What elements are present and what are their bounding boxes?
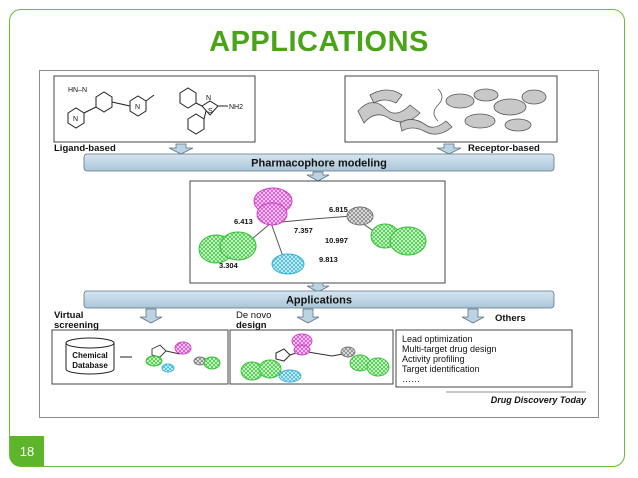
virtual-screening-label-line1: Virtual (54, 310, 83, 321)
distance-label: 6.413 (234, 217, 253, 226)
cyan-sphere (271, 253, 305, 275)
molecule-label: HN–N (68, 87, 87, 94)
applications-banner-label: Applications (286, 295, 352, 307)
arrow-down-icon (306, 282, 330, 293)
applications-banner: Applications (83, 290, 555, 309)
others-item: Lead optimization (402, 334, 473, 344)
magenta-sphere (256, 202, 288, 226)
virtual-screening-panel: Chemical Database (51, 329, 229, 385)
distance-label: 7.357 (294, 226, 313, 235)
receptor-structure (344, 75, 558, 143)
distance-label: 3.304 (219, 261, 239, 270)
arrows-bottom (139, 308, 485, 324)
ligand-structures: HN–N N N N S NH2 (53, 75, 256, 143)
pharmacophore-model: 6.413 6.815 7.357 10.997 3.304 9.813 (189, 180, 446, 284)
source-label: Drug Discovery Today (491, 395, 587, 405)
distance-label: 9.813 (319, 255, 338, 264)
green-sphere (219, 231, 257, 261)
others-item: Target identification (402, 364, 480, 374)
ligand-based-label: Ligand-based (54, 143, 116, 154)
distance-label: 10.997 (325, 236, 348, 245)
arrows-top (168, 143, 462, 155)
molecule-label: N (135, 104, 140, 111)
others-panel: Lead optimization Multi-target drug desi… (395, 329, 573, 388)
others-label: Others (495, 313, 526, 324)
virtual-screening-label-line2: screening (54, 320, 99, 331)
de-novo-label-line2: design (236, 320, 267, 331)
molecule-label: N (206, 95, 211, 102)
grey-sphere (346, 206, 374, 226)
database-icon (65, 337, 115, 375)
pharmacophore-banner-label: Pharmacophore modeling (251, 158, 387, 170)
distance-label: 6.815 (329, 205, 348, 214)
slide-frame (9, 9, 625, 467)
arrow-down-icon (306, 171, 330, 182)
molecule-label: N (73, 116, 78, 123)
others-item: …… (402, 374, 420, 384)
slide-title: APPLICATIONS (209, 26, 429, 58)
molecule-label: S (208, 108, 213, 115)
slide-number: 18 (10, 436, 44, 466)
others-item: Activity profiling (402, 354, 465, 364)
pharmacophore-banner: Pharmacophore modeling (83, 153, 555, 172)
de-novo-label-line1: De novo (236, 310, 271, 321)
green-sphere (389, 226, 427, 256)
database-label-line1: Chemical (72, 351, 108, 360)
pharmacophore-figure: HN–N N N N S NH2 Ligand-based Receptor-b… (39, 70, 599, 418)
receptor-based-label: Receptor-based (468, 143, 540, 154)
database-label-line2: Database (72, 361, 108, 370)
others-item: Multi-target drug design (402, 344, 497, 354)
molecule-label: NH2 (229, 104, 243, 111)
de-novo-panel (229, 329, 394, 385)
